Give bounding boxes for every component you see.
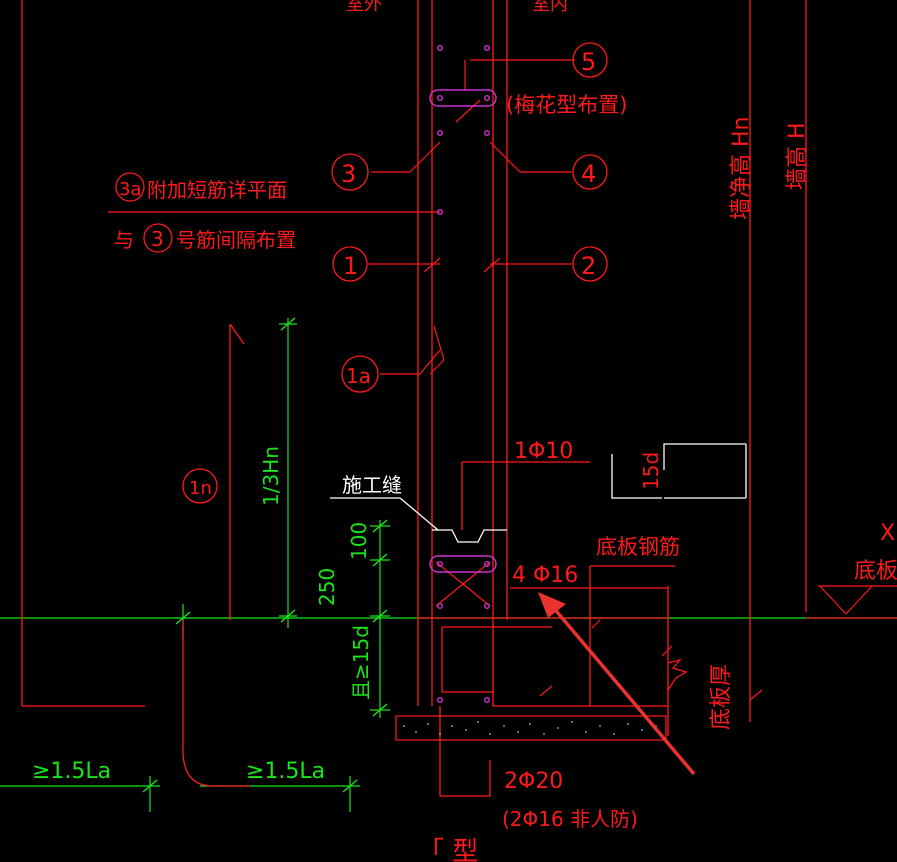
dim-100: 100 [347,522,371,560]
note-right-cut: 底板 [854,559,897,584]
dim-one-third-hn: 1/3Hn [259,446,283,506]
marker-1: 1 [343,252,358,280]
label-outside: 室外 [346,0,382,15]
red-arrow [538,592,696,776]
dim-hook-15d: 15d [639,452,663,490]
note-wall-height: 墙高 H [785,122,810,190]
note-bottom-slab-thickness: 底板厚 [709,664,734,730]
dim-anchor-left: ≥1.5La [32,759,111,784]
rebar-bottom-bars: 2Φ20 [504,769,563,794]
marker-1a: 1a [346,364,371,388]
note-right-x: X [880,521,895,546]
rebar-bottom-bars-alt: (2Φ16 非人防) [502,807,638,831]
rebar-dots [429,45,497,704]
note-extra-short-bar-b-suffix: 号筋间隔布置 [176,228,296,252]
callout-leaders [108,59,873,701]
marker-1n: 1n [189,478,212,499]
rebar-stirrup: 1Φ10 [514,439,573,464]
note-extra-short-bar-b-prefix: 与 [114,228,134,252]
note-bottom-title: 「 型 [418,837,478,862]
note-wall-net-height: 墙净高 Hn [729,117,754,220]
dimension-ticks [142,317,388,793]
dim-embed-15d: 且≥15d [349,625,373,700]
marker-3b: 3 [151,227,164,251]
marker-2: 2 [581,252,596,280]
marker-3a: 3a [119,179,141,200]
dim-250: 250 [315,568,339,606]
marker-5: 5 [581,48,596,76]
marker-4: 4 [581,160,596,188]
dim-anchor-right: ≥1.5La [246,759,325,784]
construction-joint [330,443,747,543]
note-plum-layout: (梅花型布置) [506,93,627,117]
wall-and-slab-lines [21,0,897,797]
note-extra-short-bar-a: 附加短筋详平面 [147,178,287,202]
circle-markers [115,42,608,504]
rebar-top-bars: 4 Φ16 [512,563,578,588]
label-inside: 室内 [532,0,568,15]
bottom-slab-band [395,715,667,741]
note-bottom-slab-rebar: 底板钢筋 [596,535,680,559]
marker-3: 3 [341,160,356,188]
note-construction-joint: 施工缝 [342,473,402,497]
